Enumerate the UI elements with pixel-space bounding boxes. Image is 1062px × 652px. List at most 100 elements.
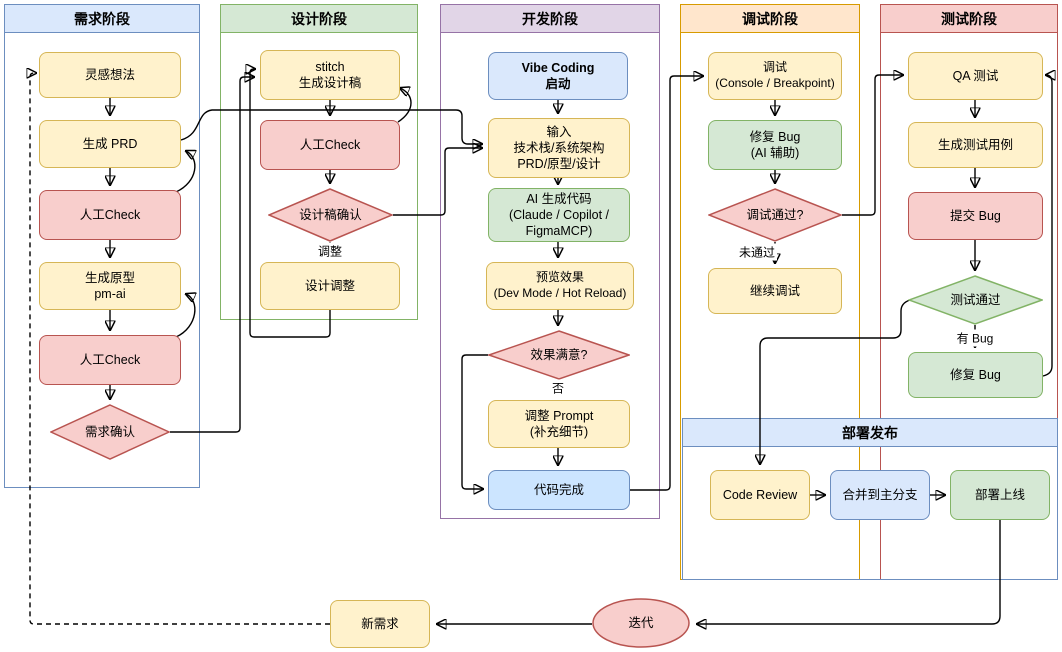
phase-testing-title: 测试阶段 bbox=[941, 10, 997, 27]
node-gen-prd[interactable]: 生成 PRD bbox=[39, 120, 181, 168]
node-code-review-label: Code Review bbox=[722, 487, 798, 502]
phase-testing-header: 测试阶段 bbox=[881, 5, 1057, 33]
edge-designconfirm-devinput bbox=[393, 148, 482, 216]
node-satisfied-label: 效果满意? bbox=[530, 347, 588, 362]
node-stitch-label: stitch 生成设计稿 bbox=[298, 59, 362, 90]
node-debug-label: 调试 (Console / Breakpoint) bbox=[715, 60, 835, 90]
node-req-confirm[interactable]: 需求确认 bbox=[50, 404, 170, 460]
node-req-confirm-label: 需求确认 bbox=[84, 424, 135, 439]
node-preview[interactable]: 预览效果 (Dev Mode / Hot Reload) bbox=[486, 262, 634, 310]
edge-label-not-passed: 未通过 bbox=[736, 243, 778, 261]
node-test-pass[interactable]: 测试通过 bbox=[908, 275, 1043, 325]
node-vibe-start-label: Vibe Coding 启动 bbox=[521, 60, 595, 91]
node-adjust-prompt-label: 调整 Prompt (补充细节) bbox=[524, 408, 594, 439]
node-continue-debug-label: 继续调试 bbox=[749, 283, 800, 298]
diamond-shape bbox=[908, 275, 1043, 325]
node-manual-check-2-label: 人工Check bbox=[79, 352, 141, 367]
diamond-shape bbox=[50, 404, 170, 460]
phase-development[interactable]: 开发阶段 bbox=[440, 4, 660, 519]
ellipse-shape bbox=[592, 598, 690, 648]
node-qa-test[interactable]: QA 测试 bbox=[908, 52, 1043, 100]
node-design-confirm-label: 设计稿确认 bbox=[299, 207, 362, 222]
phase-development-title: 开发阶段 bbox=[522, 10, 578, 27]
node-dev-input[interactable]: 输入 技术栈/系统架构 PRD/原型/设计 bbox=[488, 118, 630, 178]
node-gen-testcase-label: 生成测试用例 bbox=[937, 137, 1013, 152]
node-debug-pass[interactable]: 调试通过? bbox=[708, 188, 842, 242]
node-satisfied[interactable]: 效果满意? bbox=[488, 330, 630, 380]
edge-debugpass-qatest bbox=[842, 75, 903, 216]
edge-label-has-bug: 有 Bug bbox=[954, 329, 996, 347]
node-idea[interactable]: 灵感想法 bbox=[39, 52, 181, 98]
node-design-confirm[interactable]: 设计稿确认 bbox=[268, 188, 393, 242]
node-iterate-label: 迭代 bbox=[628, 615, 654, 630]
phase-debugging[interactable]: 调试阶段 bbox=[680, 4, 860, 580]
edge-newreq-back-idea bbox=[30, 73, 330, 625]
edge-prd-devinput bbox=[180, 109, 482, 144]
diamond-shape bbox=[268, 188, 393, 242]
edge-label-adjust: 调整 bbox=[315, 242, 345, 260]
node-design-adjust-label: 设计调整 bbox=[304, 278, 355, 293]
node-fix-bug[interactable]: 修复 Bug bbox=[908, 352, 1043, 398]
node-deploy-online-label: 部署上线 bbox=[974, 487, 1025, 502]
node-stitch[interactable]: stitch 生成设计稿 bbox=[260, 50, 400, 100]
node-qa-test-label: QA 测试 bbox=[952, 68, 999, 83]
phase-debugging-header: 调试阶段 bbox=[681, 5, 859, 33]
node-code-done-label: 代码完成 bbox=[533, 482, 584, 497]
edge-fixbug-back-qatest bbox=[1042, 75, 1052, 377]
edge-check3-back-stitch bbox=[398, 88, 412, 123]
phase-requirements[interactable]: 需求阶段 bbox=[4, 4, 200, 488]
node-new-req[interactable]: 新需求 bbox=[330, 600, 430, 648]
node-iterate[interactable]: 迭代 bbox=[592, 598, 690, 648]
node-ai-codegen-label: AI 生成代码 (Claude / Copilot / FigmaMCP) bbox=[508, 191, 610, 239]
node-manual-check-3-label: 人工Check bbox=[299, 137, 361, 152]
node-debug[interactable]: 调试 (Console / Breakpoint) bbox=[708, 52, 842, 100]
phase-development-header: 开发阶段 bbox=[441, 5, 659, 33]
node-manual-check-2[interactable]: 人工Check bbox=[39, 335, 181, 385]
edge-check2-back-prototype bbox=[175, 294, 195, 338]
node-manual-check-1-label: 人工Check bbox=[79, 207, 141, 222]
node-manual-check-1[interactable]: 人工Check bbox=[39, 190, 181, 240]
node-gen-testcase[interactable]: 生成测试用例 bbox=[908, 122, 1043, 168]
phase-design-header: 设计阶段 bbox=[221, 5, 417, 33]
node-fix-bug-ai-label: 修复 Bug (AI 辅助) bbox=[749, 129, 801, 160]
diamond-shape bbox=[708, 188, 842, 242]
edge-satisfied-codedone bbox=[461, 354, 488, 489]
edge-codedone-debug bbox=[630, 76, 703, 491]
node-gen-prototype[interactable]: 生成原型 pm-ai bbox=[39, 262, 181, 310]
node-design-adjust[interactable]: 设计调整 bbox=[260, 262, 400, 310]
node-code-done[interactable]: 代码完成 bbox=[488, 470, 630, 510]
edge-designadjust-back-stitch bbox=[250, 69, 331, 338]
diamond-shape bbox=[488, 330, 630, 380]
node-debug-pass-label: 调试通过? bbox=[746, 207, 804, 222]
node-gen-prototype-label: 生成原型 pm-ai bbox=[84, 270, 135, 301]
node-continue-debug[interactable]: 继续调试 bbox=[708, 268, 842, 314]
node-code-review[interactable]: Code Review bbox=[710, 470, 810, 520]
phase-deployment-header: 部署发布 bbox=[683, 419, 1057, 447]
node-ai-codegen[interactable]: AI 生成代码 (Claude / Copilot / FigmaMCP) bbox=[488, 188, 630, 242]
node-merge-main[interactable]: 合并到主分支 bbox=[830, 470, 930, 520]
node-dev-input-label: 输入 技术栈/系统架构 PRD/原型/设计 bbox=[513, 124, 605, 172]
node-merge-main-label: 合并到主分支 bbox=[842, 487, 918, 502]
node-fix-bug-ai[interactable]: 修复 Bug (AI 辅助) bbox=[708, 120, 842, 170]
edge-deployonline-iterate bbox=[697, 520, 1001, 624]
node-submit-bug[interactable]: 提交 Bug bbox=[908, 192, 1043, 240]
node-preview-label: 预览效果 (Dev Mode / Hot Reload) bbox=[493, 270, 627, 300]
phase-deployment-title: 部署发布 bbox=[842, 424, 898, 441]
node-deploy-online[interactable]: 部署上线 bbox=[950, 470, 1050, 520]
edge-reqconfirm-stitch bbox=[170, 77, 254, 433]
edge-label-no: 否 bbox=[549, 379, 567, 397]
phase-design[interactable]: 设计阶段 bbox=[220, 4, 418, 320]
edge-testpass-codereview bbox=[760, 299, 911, 464]
node-adjust-prompt[interactable]: 调整 Prompt (补充细节) bbox=[488, 400, 630, 448]
node-fix-bug-label: 修复 Bug bbox=[950, 367, 1001, 382]
node-vibe-start[interactable]: Vibe Coding 启动 bbox=[488, 52, 628, 100]
node-test-pass-label: 测试通过 bbox=[950, 292, 1001, 307]
phase-requirements-title: 需求阶段 bbox=[74, 10, 130, 27]
node-manual-check-3[interactable]: 人工Check bbox=[260, 120, 400, 170]
node-gen-prd-label: 生成 PRD bbox=[82, 136, 138, 151]
edge-check1-back-prd bbox=[175, 151, 195, 193]
phase-requirements-header: 需求阶段 bbox=[5, 5, 199, 33]
node-new-req-label: 新需求 bbox=[361, 616, 399, 631]
phase-deployment[interactable]: 部署发布 bbox=[682, 418, 1058, 580]
